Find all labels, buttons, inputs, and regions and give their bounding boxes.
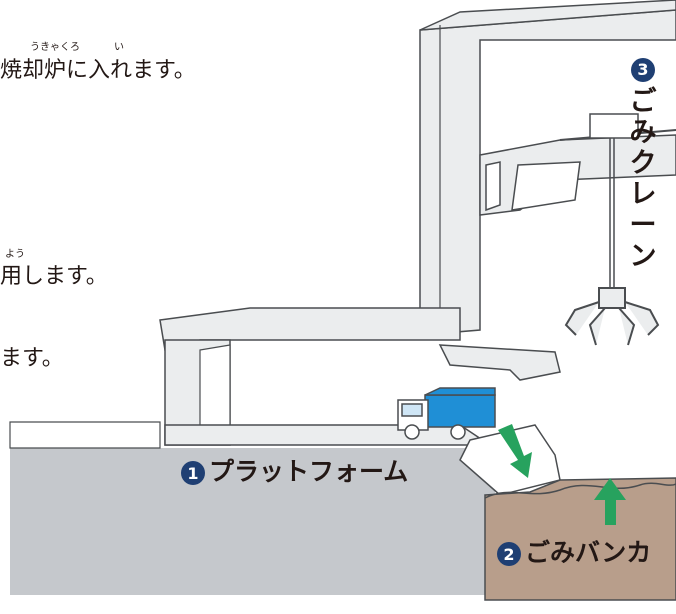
platform-floor	[164, 424, 493, 446]
down-arrow-icon	[498, 424, 532, 478]
number-badge-2: 2	[497, 542, 521, 566]
caption-line2-ruby: よう	[5, 249, 25, 260]
platform-label-text: プラットフォーム	[209, 457, 409, 486]
garbage-truck-icon	[397, 387, 496, 440]
platform-inner	[199, 344, 231, 436]
crane-grab-icon	[564, 287, 660, 346]
crane-label: 3 ごみクレーン	[626, 55, 660, 272]
crane-label-char: ン	[629, 241, 657, 272]
crane-label-text: ごみクレーン	[626, 86, 660, 272]
number-badge-1: 1	[181, 461, 205, 485]
caption-line3: ます。	[0, 346, 64, 371]
bunker-label-text: ごみバンカ	[525, 538, 652, 567]
crane-label-char: ー	[629, 210, 657, 241]
hopper-chute	[438, 344, 561, 381]
tower-top	[419, 0, 676, 31]
number-badge-3: 3	[631, 57, 655, 82]
caption-line1-ruby-2: い	[114, 42, 124, 53]
gallery-window-left	[485, 161, 501, 212]
crane-label-char: み	[629, 117, 657, 148]
waste-surface	[484, 482, 676, 499]
crane-label-char: ご	[629, 86, 657, 117]
caption-line2: 用します。	[0, 264, 108, 289]
up-arrow-icon	[594, 478, 626, 525]
gallery-window	[511, 161, 581, 211]
crane-label-char: レ	[629, 179, 657, 210]
bunker-pit	[484, 477, 676, 601]
caption-line1-ruby: うきゃくろ	[30, 42, 80, 53]
ground	[10, 448, 495, 595]
ground-left-ledge	[9, 421, 161, 449]
caption-line1: 焼却炉に入れます。	[0, 58, 196, 83]
crane-label-char: ク	[629, 148, 657, 179]
